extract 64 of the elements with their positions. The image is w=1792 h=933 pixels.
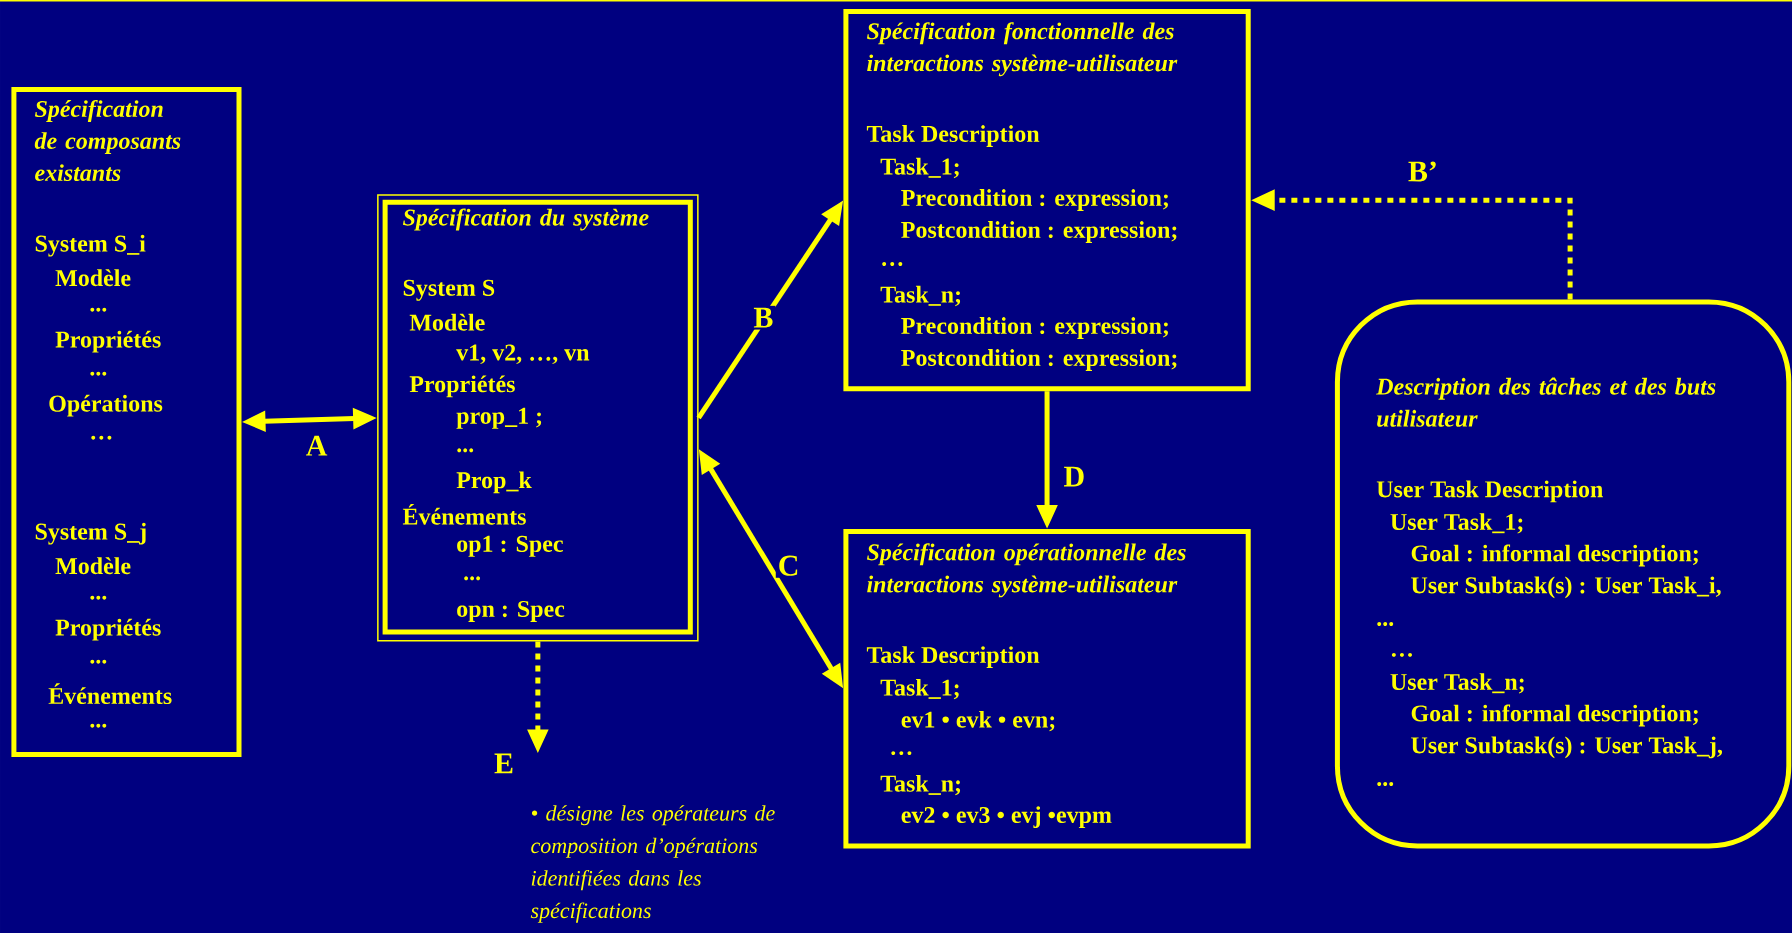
code-line: User Task Description — [1376, 480, 1603, 503]
code-line: Task Description — [866, 125, 1040, 147]
code-line: Propriétés — [55, 618, 161, 641]
code-line: Modèle — [409, 313, 485, 331]
code-line: User Subtask(s) : User Task_i, — [1411, 576, 1721, 599]
specification-box — [377, 194, 699, 642]
code-line: Goal : informal description; — [1411, 704, 1698, 727]
specification-box — [11, 86, 242, 757]
edge-label: B’ — [1405, 159, 1440, 184]
edge-label: E — [492, 751, 516, 776]
code-line: Modèle — [55, 557, 131, 575]
code-line: prop_1 ; — [456, 407, 542, 429]
code-line: ... — [90, 595, 107, 600]
code-line: Precondition : expression; — [901, 189, 1168, 211]
code-line: Prop_k — [456, 471, 532, 494]
code-line: ... — [90, 723, 107, 728]
box-heading: Spécification de composants existants — [34, 99, 181, 182]
code-line: … — [891, 751, 912, 756]
box-heading: Spécification opérationnelle des interactions système-utilisateur — [866, 543, 1186, 598]
code-line: ... — [90, 659, 107, 664]
code-line: … — [882, 262, 903, 266]
code-line: User Task_1; — [1390, 513, 1523, 534]
code-line: Task_1; — [880, 678, 959, 700]
code-line: ... — [457, 448, 474, 453]
code-line: Postcondition : expression; — [901, 221, 1177, 243]
code-line: User Task_n; — [1390, 673, 1524, 694]
code-line: ... — [90, 307, 107, 312]
code-line: opn : Spec — [457, 600, 565, 622]
note-text: • désigne les opérateurs de composition d’opérations identifiées dans les spécifications — [530, 805, 775, 923]
code-line: … — [1391, 652, 1412, 657]
code-line: Événements — [48, 683, 172, 705]
specification-box — [843, 9, 1251, 392]
code-line: System S — [403, 279, 495, 301]
code-line: ... — [90, 371, 107, 376]
code-line: op1 : Spec — [457, 535, 563, 557]
code-line: System S_i — [35, 234, 146, 257]
code-line: Goal : informal description; — [1411, 544, 1698, 567]
specification-box — [843, 529, 1251, 849]
code-line: Task_n; — [880, 285, 961, 307]
box-heading: Spécification fonctionnelle des interactions système-utilisateur — [866, 22, 1178, 77]
code-line: Opérations — [49, 394, 163, 417]
code-line: v1, v2, …, vn — [456, 344, 590, 365]
code-line: User Subtask(s) : User Task_j, — [1411, 736, 1723, 759]
code-line: Postcondition : expression; — [901, 349, 1177, 371]
code-line: Événements — [402, 503, 526, 525]
box-heading: Spécification du système — [402, 208, 649, 231]
code-line: Task_n; — [880, 774, 961, 796]
code-line: … — [91, 435, 112, 440]
code-line: Propriétés — [55, 330, 161, 353]
edge-label: B — [751, 305, 776, 330]
code-line: Propriétés — [409, 375, 515, 398]
code-line: Precondition : expression; — [901, 317, 1168, 339]
code-line: Task_1; — [880, 157, 959, 179]
edge-label: D — [1061, 464, 1088, 489]
code-line: Modèle — [55, 269, 131, 287]
code-line: System S_j — [35, 522, 146, 545]
code-line: ... — [1377, 622, 1394, 626]
rounded-box — [1334, 299, 1792, 849]
box-heading: Description des tâches et des buts utilisateur — [1376, 377, 1716, 427]
code-line: ... — [464, 576, 481, 581]
code-line: ... — [1377, 782, 1394, 786]
code-line: ev2 • ev3 • evj •evpm — [901, 806, 1112, 828]
code-line: ev1 • evk • evn; — [901, 710, 1055, 732]
code-line: Task Description — [866, 646, 1040, 668]
